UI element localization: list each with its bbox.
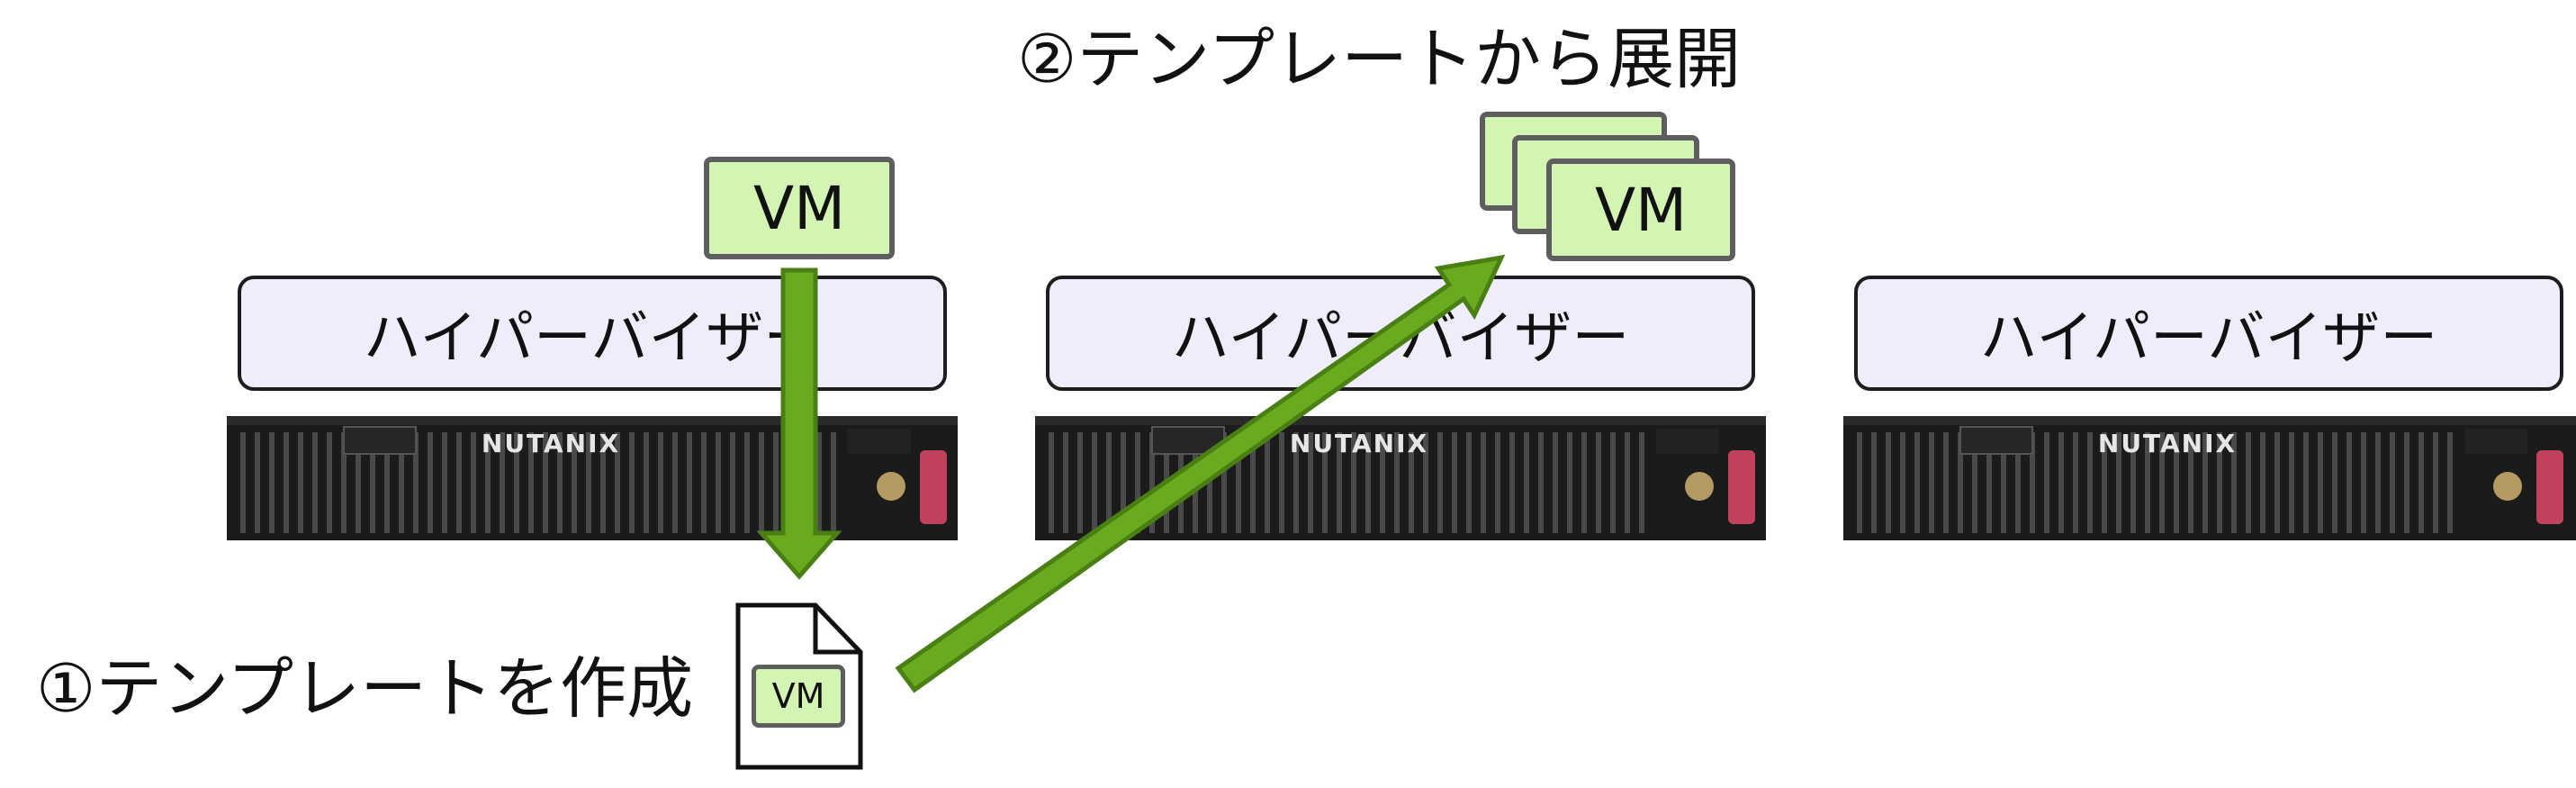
server-2: NUTANIX <box>1035 416 1766 540</box>
server-3-brand: NUTANIX <box>2098 429 2237 458</box>
server-2-brand: NUTANIX <box>1290 429 1428 458</box>
diagonal-arrow <box>895 254 1506 693</box>
server-3-graphic: NUTANIX <box>1843 416 2576 540</box>
server-3: NUTANIX <box>1843 416 2576 540</box>
step1-label: ①テンプレートを作成 <box>36 650 694 728</box>
step2-label: ②テンプレートから展開 <box>1017 21 1742 98</box>
down-arrow <box>756 267 842 580</box>
template-vm: VM <box>752 665 845 728</box>
hypervisor-3: ハイパーバイザー <box>1854 276 2563 391</box>
server-1-graphic: NUTANIX <box>227 416 958 540</box>
deployed-vm-front: VM <box>1546 159 1735 261</box>
hypervisor-1: ハイパーバイザー <box>238 276 947 391</box>
source-vm: VM <box>704 157 895 259</box>
server-1: NUTANIX <box>227 416 958 540</box>
server-1-brand: NUTANIX <box>482 429 620 458</box>
